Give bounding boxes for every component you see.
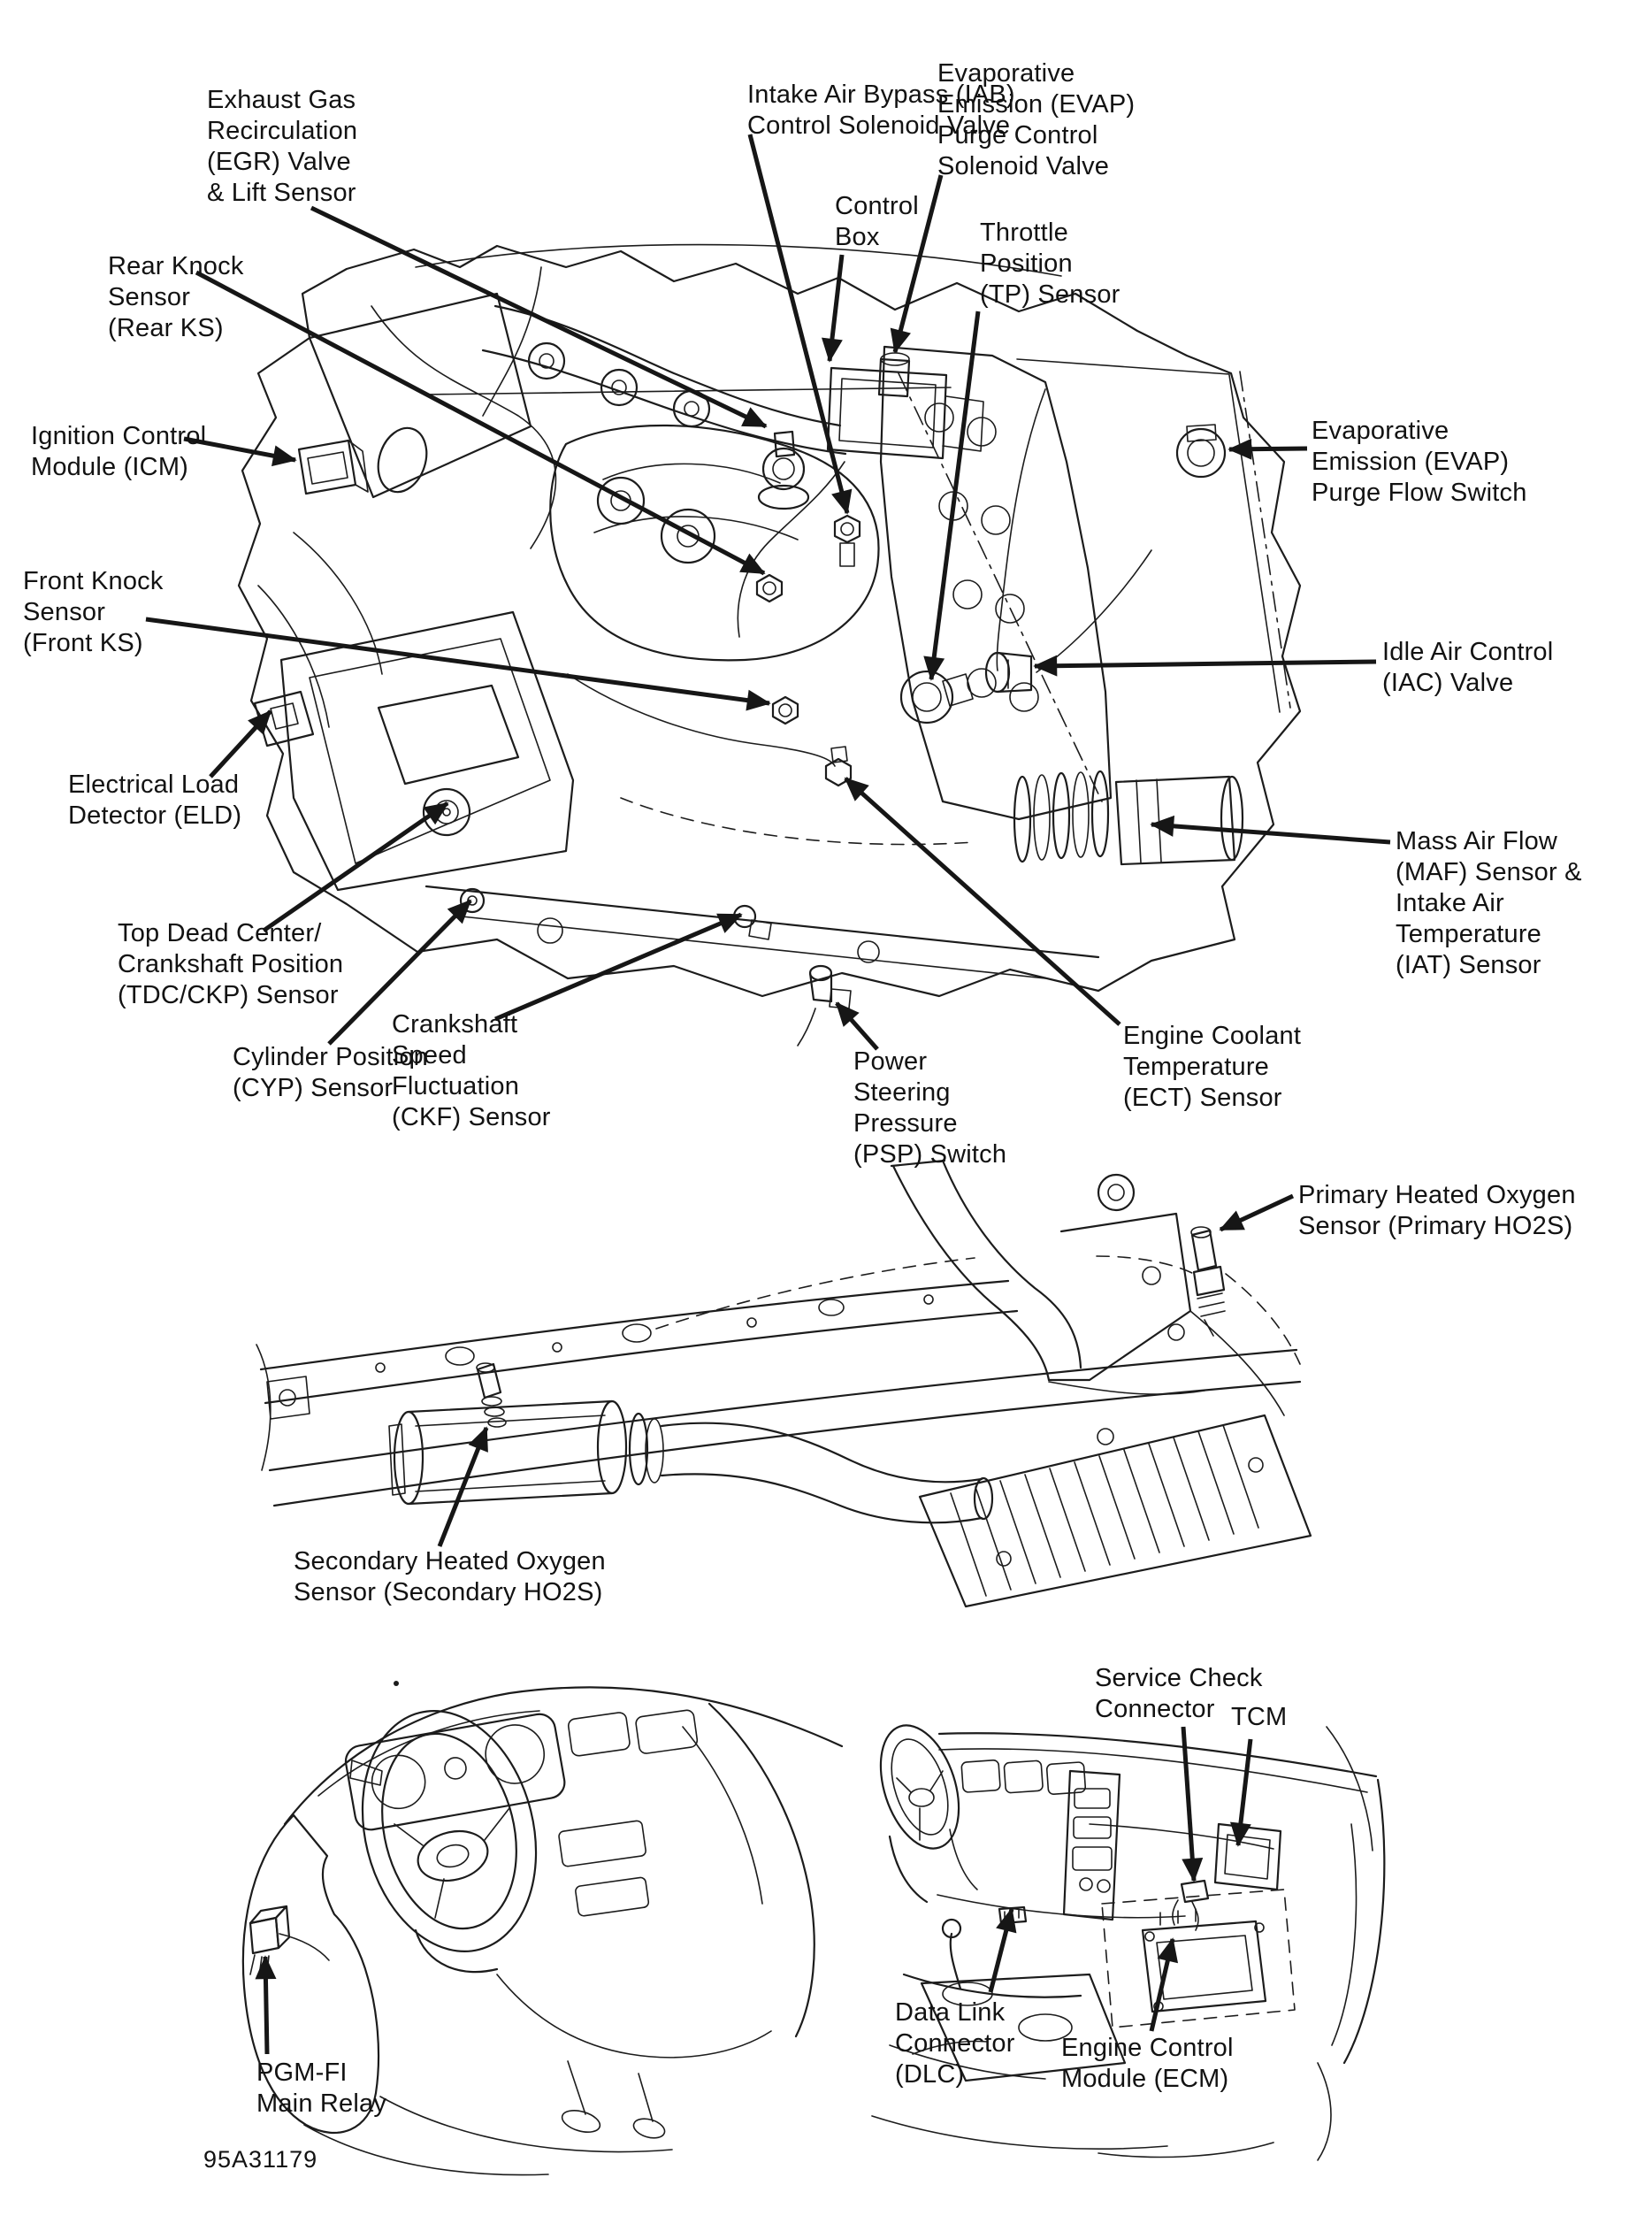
label-icm: Ignition Control Module (ICM) [31, 422, 207, 481]
leader-icm [183, 436, 297, 467]
label-primary-ho2s: Primary Heated Oxygen Sensor (Primary HO… [1298, 1181, 1576, 1240]
label-eld: Electrical Load Detector (ELD) [68, 770, 242, 830]
leader-eld [209, 709, 272, 778]
rear-knock-sensor [755, 573, 784, 603]
leader-cyp [327, 899, 472, 1046]
icm-module [297, 439, 369, 495]
iac-valve [984, 651, 1033, 694]
instrument-cluster [344, 1713, 566, 1831]
iab-solenoid [833, 514, 861, 567]
maf-sensor-duct [1013, 770, 1244, 866]
label-tp-sensor: Throttle Position (TP) Sensor [980, 218, 1120, 309]
injector-row [924, 402, 1039, 712]
figure-number: 95A31179 [203, 2146, 318, 2173]
leader-maf [1150, 815, 1391, 845]
leader-secondary-ho2s [437, 1426, 489, 1547]
evap-purge-flow-switch [1175, 424, 1227, 479]
label-maf-iat-sensor: Mass Air Flow (MAF) Sensor & Intake Air … [1396, 827, 1582, 979]
tcm-module [1213, 1822, 1282, 1891]
tdc-ckp-distributor [422, 787, 471, 837]
label-tcm: TCM [1231, 1703, 1288, 1731]
leader-evap-purge-control [890, 174, 944, 354]
leader-iac [1033, 655, 1377, 677]
dashboard-left-illustration [241, 1681, 844, 2176]
leader-service-check [1181, 1726, 1204, 1882]
pgm-fi-main-relay [249, 1905, 330, 1977]
label-control-box: Control Box [835, 192, 919, 251]
leader-ect [844, 777, 1121, 1026]
dashboard-right-illustration [871, 1724, 1386, 2161]
leader-control-box [822, 254, 845, 363]
center-vents [558, 1709, 699, 1917]
label-evap-purge-flow-switch: Evaporative Emission (EVAP) Purge Flow S… [1312, 417, 1527, 507]
label-cyp-sensor: Cylinder Position (CYP) Sensor [233, 1043, 428, 1102]
leader-iab [747, 134, 853, 515]
label-egr-valve-lift-sensor: Exhaust Gas Recirculation (EGR) Valve & … [207, 86, 358, 207]
leader-lines [145, 134, 1391, 2055]
label-ect-sensor: Engine Coolant Temperature (ECT) Sensor [1123, 1022, 1302, 1112]
leader-evap-flow [1228, 438, 1308, 460]
leader-primary-ho2s [1219, 1193, 1295, 1232]
label-rear-knock-sensor: Rear Knock Sensor (Rear KS) [108, 252, 244, 342]
catalytic-converter [388, 1399, 994, 1524]
engine-bay-illustration [237, 243, 1302, 1046]
leader-rear-ks [195, 270, 766, 576]
label-ckf-sensor: Crankshaft Speed Fluctuation (CKF) Senso… [392, 1010, 551, 1131]
label-front-knock-sensor: Front Knock Sensor (Front KS) [23, 567, 164, 657]
psp-switch [797, 964, 852, 1046]
label-service-check-connector: Service Check Connector [1095, 1664, 1263, 1723]
leader-ecm [1149, 1937, 1179, 2032]
console-dlc [902, 1905, 1127, 2082]
heat-shield [918, 1414, 1312, 1608]
steering-wheel-right [879, 1724, 960, 1850]
cluster-right [960, 1760, 1087, 1795]
underbody-illustration [256, 1159, 1312, 1608]
label-ecm: Engine Control Module (ECM) [1061, 2034, 1234, 2093]
label-psp-switch: Power Steering Pressure (PSP) Switch [853, 1047, 1007, 1169]
leader-tdc [262, 801, 449, 933]
center-stack [1062, 1769, 1121, 1921]
ecm-module [1101, 1889, 1296, 2028]
leader-front-ks [145, 617, 771, 711]
label-evap-purge-control-solenoid: Evaporative Emission (EVAP) Purge Contro… [937, 59, 1136, 180]
leader-dlc [988, 1907, 1017, 1993]
label-iac-valve: Idle Air Control (IAC) Valve [1382, 638, 1554, 697]
leader-ckf [494, 912, 743, 1022]
leader-tcm [1230, 1738, 1253, 1847]
primary-ho2s-sensor [1190, 1226, 1226, 1337]
label-secondary-ho2s: Secondary Heated Oxygen Sensor (Secondar… [294, 1547, 606, 1606]
leader-tp [923, 310, 981, 681]
egr-valve [757, 430, 810, 510]
leader-egr [310, 205, 768, 429]
label-iab-control-solenoid: Intake Air Bypass (IAB) Control Solenoid… [747, 80, 1015, 140]
label-pgm-fi-main-relay: PGM-FI Main Relay [256, 2058, 387, 2118]
label-dlc: Data Link Connector (DLC) [895, 1998, 1015, 2089]
leader-psp [835, 1001, 879, 1051]
front-knock-sensor [771, 695, 799, 725]
label-tdc-ckp-sensor: Top Dead Center/ Crankshaft Position (TD… [118, 919, 344, 1009]
steering-wheel [361, 1710, 538, 1952]
leader-pgm-fi [255, 1955, 277, 2055]
